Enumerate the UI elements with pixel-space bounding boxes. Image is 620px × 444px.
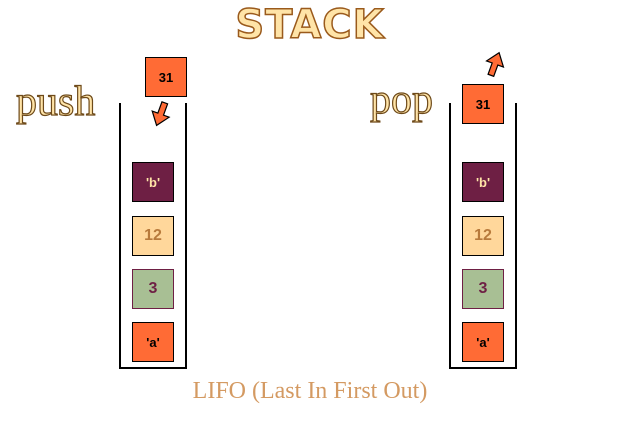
lifo-caption: LIFO (Last In First Out) xyxy=(192,378,428,404)
push-stack-container xyxy=(119,103,187,369)
push-label: push xyxy=(15,79,96,125)
pop-stack-item-0: 'b' xyxy=(462,162,504,202)
push-stack-item-3: 'a' xyxy=(132,322,174,362)
pop-label: pop xyxy=(369,77,433,123)
page-title: STACK xyxy=(235,1,385,49)
push-stack-item-0: 'b' xyxy=(132,162,174,202)
push-incoming-element: 31 xyxy=(145,57,187,97)
push-stack-item-2: 3 xyxy=(132,269,174,309)
pop-arrow-icon xyxy=(485,51,505,78)
push-stack-item-1: 12 xyxy=(132,216,174,256)
pop-outgoing-element: 31 xyxy=(462,84,504,124)
pop-stack-item-1: 12 xyxy=(462,216,504,256)
pop-stack-item-3: 'a' xyxy=(462,322,504,362)
push-arrow-icon xyxy=(151,101,171,127)
pop-stack-item-2: 3 xyxy=(462,269,504,309)
pop-stack-container xyxy=(449,103,517,369)
